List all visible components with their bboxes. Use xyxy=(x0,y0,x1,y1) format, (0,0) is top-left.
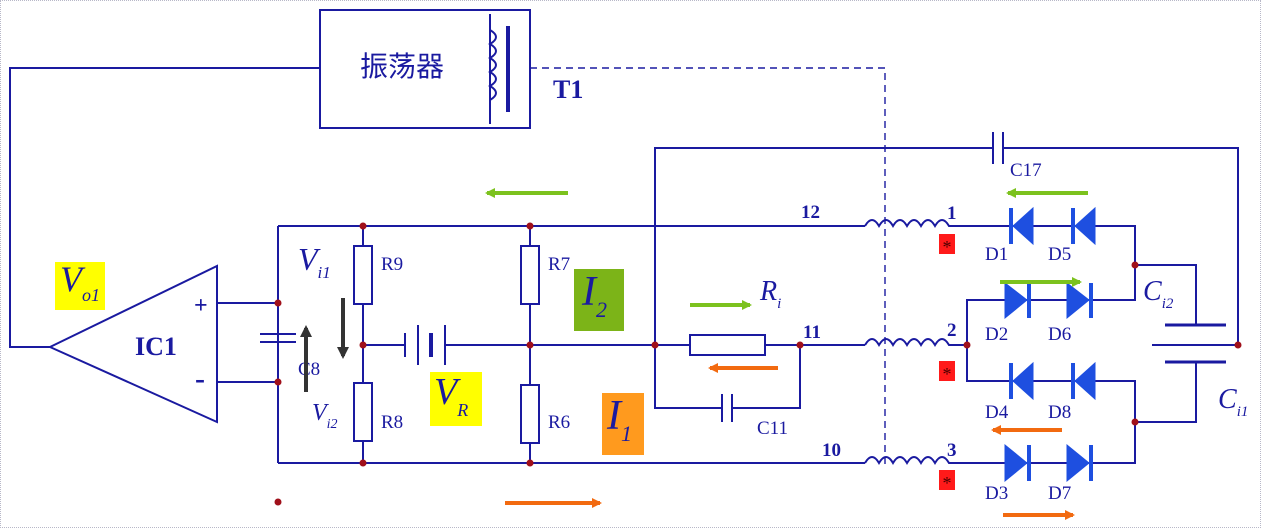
svg-text:*: * xyxy=(943,237,952,257)
r7-resistor xyxy=(520,245,540,305)
i1-highlight xyxy=(602,393,644,455)
i1-label: I1 xyxy=(607,393,632,446)
diode-d8 xyxy=(1071,361,1096,401)
ci1-label: Ci1 xyxy=(1218,384,1248,420)
magnetic-coupling-line xyxy=(530,67,886,465)
coil-11-2 xyxy=(864,338,967,347)
svg-text:*: * xyxy=(943,364,952,384)
diode-label-d4: D4 xyxy=(985,402,1009,423)
terminal-3: 3 xyxy=(947,440,957,461)
ci1-wire xyxy=(1135,362,1197,423)
transformer-label: T1 xyxy=(553,75,583,104)
r8-resistor xyxy=(353,382,373,442)
r6-label: R6 xyxy=(548,412,570,433)
diode-d1 xyxy=(1009,206,1034,246)
opamp-name: IC1 xyxy=(135,332,177,361)
diode-d7 xyxy=(1066,443,1093,483)
c11-label: C11 xyxy=(757,418,788,439)
diode-d5 xyxy=(1071,206,1096,246)
r7-label: R7 xyxy=(548,254,570,275)
diode-d6 xyxy=(1066,281,1093,320)
vr-highlight xyxy=(430,372,482,426)
feedback-wire xyxy=(9,67,320,348)
dot-marker-3: * xyxy=(939,470,955,493)
c11-branch-wire xyxy=(654,345,801,409)
diode-d3 xyxy=(1004,443,1031,483)
i2-highlight xyxy=(574,269,624,331)
diode-label-d1: D1 xyxy=(985,244,1008,265)
junction-nodes xyxy=(274,222,1242,506)
r8-label: R8 xyxy=(381,412,403,433)
transformer-primary-coil xyxy=(488,29,497,101)
diode-label-d3: D3 xyxy=(985,483,1008,504)
diode-label-d8: D8 xyxy=(1048,402,1071,423)
terminal-1: 1 xyxy=(947,203,957,224)
vo1-label: Vo1 xyxy=(60,259,100,305)
terminal-2: 2 xyxy=(947,320,957,341)
c8-label: C8 xyxy=(298,359,320,380)
terminal-11: 11 xyxy=(803,322,821,343)
terminal-12: 12 xyxy=(801,202,820,223)
svg-text:*: * xyxy=(943,473,952,493)
c17-branch-wire xyxy=(654,147,1239,345)
r6-resistor xyxy=(520,384,540,444)
vr-label: VR xyxy=(434,371,469,420)
r9-label: R9 xyxy=(381,254,403,275)
opamp-ic1 xyxy=(47,264,218,424)
ci2-label: Ci2 xyxy=(1143,276,1174,312)
diode-label-d7: D7 xyxy=(1048,483,1071,504)
d4-d8-row-wire xyxy=(966,345,1136,422)
terminal-10: 10 xyxy=(822,440,841,461)
d2-d6-row-wire xyxy=(966,265,1136,345)
dot-marker-2: * xyxy=(939,361,955,384)
oscillator-label: 振荡器 xyxy=(360,51,444,83)
coil-10-3 xyxy=(864,456,960,465)
ci2-wire xyxy=(1135,264,1197,325)
r9-resistor xyxy=(353,245,373,305)
diode-d4 xyxy=(1009,361,1034,401)
vo1-highlight xyxy=(55,262,105,310)
diode-label-d6: D6 xyxy=(1048,324,1071,345)
opamp-plus: + xyxy=(194,293,208,319)
dot-marker-1: * xyxy=(939,234,955,257)
ri-resistor xyxy=(689,334,766,356)
vi2-label: Vi2 xyxy=(312,400,338,432)
diode-label-d2: D2 xyxy=(985,324,1008,345)
coil-12-1 xyxy=(864,219,960,228)
diode-d2 xyxy=(1004,281,1031,320)
ri-label: Ri xyxy=(759,276,781,312)
vi1-label: Vi1 xyxy=(298,241,331,282)
i2-label: I2 xyxy=(582,269,607,322)
diode-label-d5: D5 xyxy=(1048,244,1071,265)
opamp-minus: - xyxy=(195,362,205,395)
c17-label: C17 xyxy=(1010,160,1042,181)
